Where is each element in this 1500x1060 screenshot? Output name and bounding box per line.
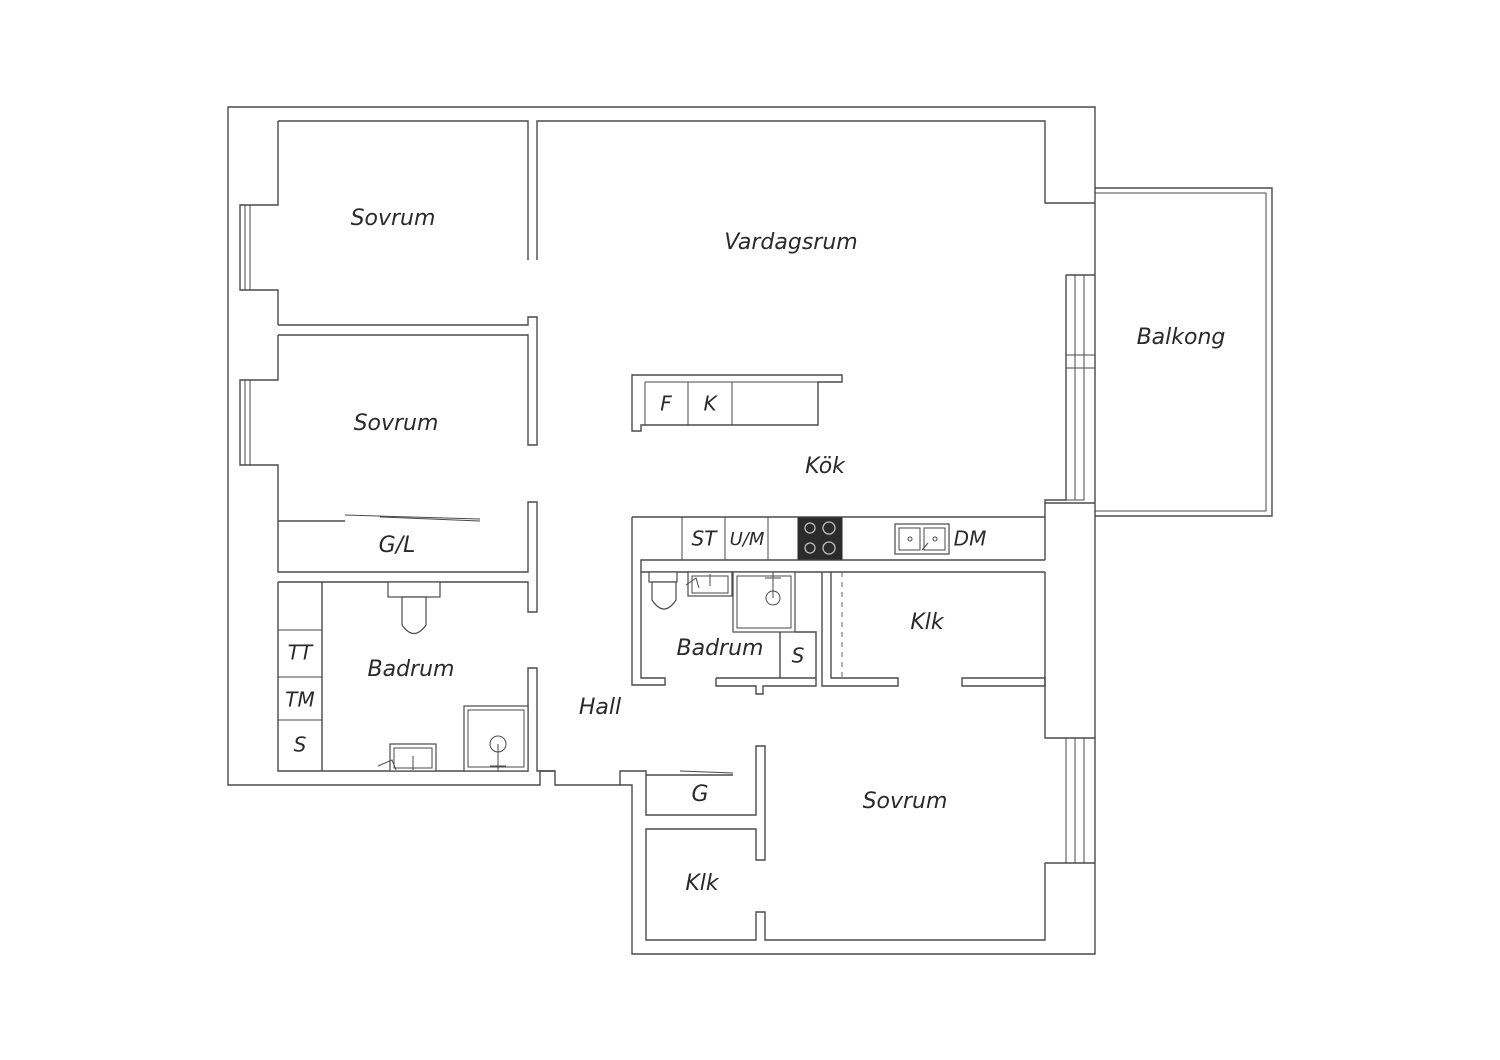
room-label-kitchen: Kök bbox=[805, 454, 846, 479]
dishwasher-label: DM bbox=[954, 527, 987, 551]
room-labels: Sovrum Vardagsrum Balkong Sovrum Kök G/L… bbox=[351, 206, 1226, 896]
kitchen-island bbox=[631, 374, 843, 432]
room-label-wardrobe-small: G bbox=[691, 782, 708, 807]
dryer-label: TT bbox=[288, 641, 314, 665]
interior-walls bbox=[277, 316, 1046, 776]
microwave-label: U/M bbox=[730, 529, 765, 550]
cabinet-left-bath-label: S bbox=[294, 733, 307, 757]
exterior-walls bbox=[227, 106, 1096, 955]
stove-hob bbox=[797, 517, 843, 560]
room-label-closet-bottom: Klk bbox=[685, 871, 720, 896]
room-label-bathroom-center: Badrum bbox=[677, 636, 764, 661]
balcony-outline bbox=[1095, 187, 1273, 517]
center-bathroom-fixtures bbox=[648, 571, 796, 633]
room-label-bedroom-middle: Sovrum bbox=[354, 411, 439, 436]
room-label-hall: Hall bbox=[579, 695, 621, 720]
freezer-label: K bbox=[703, 392, 718, 416]
cabinet-center-bath-label: S bbox=[792, 644, 805, 668]
room-label-bathroom-left: Badrum bbox=[368, 657, 455, 682]
room-label-bedroom-top: Sovrum bbox=[351, 206, 436, 231]
kitchen-sink bbox=[894, 523, 950, 555]
left-bathroom-fixtures bbox=[377, 581, 529, 772]
washer-label: TM bbox=[285, 688, 314, 712]
room-label-bedroom-bottom: Sovrum bbox=[863, 789, 948, 814]
room-label-wardrobe-linen: G/L bbox=[379, 533, 416, 558]
appliance-labels: F K ST U/M DM TT TM S S bbox=[285, 392, 986, 757]
oven-label: ST bbox=[692, 527, 719, 551]
room-label-living-room: Vardagsrum bbox=[724, 230, 857, 255]
fridge-label: F bbox=[660, 392, 672, 416]
room-label-closet-right: Klk bbox=[910, 610, 945, 635]
room-label-balcony: Balkong bbox=[1137, 325, 1226, 350]
